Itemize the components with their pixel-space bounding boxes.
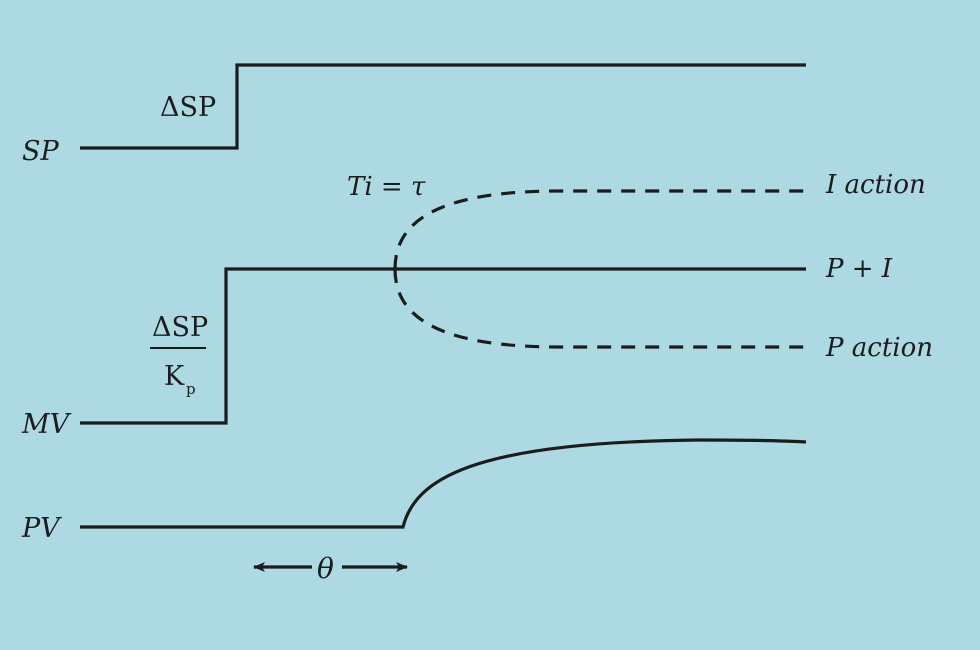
mv-label: MV — [21, 409, 72, 440]
fraction-denominator: K — [164, 361, 185, 392]
sp-step-line — [80, 63, 806, 150]
ti-tau-label: Ti = τ — [347, 172, 426, 202]
pv-response-curve — [80, 438, 807, 529]
fraction-subscript: p — [186, 380, 196, 398]
p-action-curve — [393, 268, 806, 349]
delta-sp-label: ΔSP — [160, 92, 216, 123]
pv-label: PV — [21, 513, 62, 544]
mv-p-plus-i-line — [80, 267, 806, 425]
theta-label: θ — [317, 552, 334, 585]
i-action-label: I action — [825, 170, 926, 200]
p-action-label: P action — [825, 333, 933, 363]
fraction-numerator: ΔSP — [152, 312, 208, 343]
sp-label: SP — [22, 136, 59, 167]
i-action-curve — [393, 189, 806, 270]
p-plus-i-label: P + I — [825, 254, 893, 284]
